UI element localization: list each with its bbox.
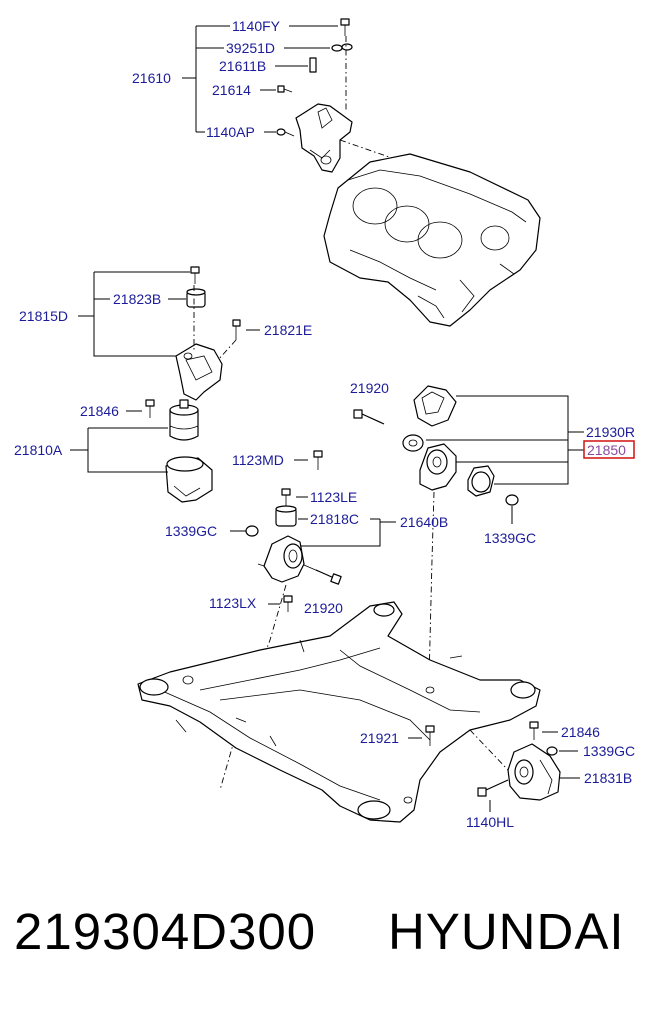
- bolt-21920-lower: [303, 564, 342, 585]
- mount-21640b: [257, 535, 305, 583]
- label-21821e: 21821E: [264, 322, 312, 338]
- label-39251d: 39251D: [226, 40, 275, 56]
- bolt-21920-upper: [353, 409, 385, 425]
- bracket-21850: [419, 443, 457, 491]
- bushing-21823b: [186, 288, 206, 308]
- label-21846-left: 21846: [80, 403, 119, 419]
- spacer-21818c: [275, 505, 297, 527]
- bolt-top-left: [190, 266, 200, 284]
- label-1123md: 1123MD: [232, 452, 284, 468]
- insulator-21810a: [169, 399, 199, 441]
- subframe-crossmember: [137, 601, 541, 823]
- bolt-1140hl: [477, 779, 509, 797]
- label-21818c: 21818C: [310, 511, 359, 527]
- nut-1339gc-right: [505, 494, 519, 506]
- bolt-1123le: [281, 488, 291, 506]
- label-1339gc-lower: 1339GC: [583, 743, 635, 759]
- footer-part-number: 219304D300: [14, 903, 317, 960]
- engine-mount-bracket-group: [182, 18, 393, 173]
- mount-21831b: [507, 743, 561, 801]
- bolt-1140fy: [340, 18, 350, 36]
- bolt-21821e: [232, 319, 241, 340]
- label-21610: 21610: [132, 70, 171, 86]
- bolt-21921: [425, 725, 435, 746]
- label-1140fy: 1140FY: [232, 18, 281, 34]
- bracket-21610: [295, 103, 353, 173]
- stud-21611b: [309, 57, 317, 73]
- label-1339gc-right: 1339GC: [484, 530, 536, 546]
- label-1123le: 1123LE: [310, 489, 357, 505]
- footer-brand: HYUNDAI: [388, 903, 625, 960]
- parts-diagram: 1140FY 39251D 21611B 21610 21614 1140AP …: [14, 18, 635, 830]
- label-1339gc-left: 1339GC: [165, 523, 217, 539]
- bolt-21846-right: [529, 721, 539, 740]
- bushing-right: [467, 465, 495, 497]
- engine-block: [323, 153, 541, 327]
- bolt-21614: [277, 85, 293, 93]
- nut-1339gc-lower: [546, 746, 558, 756]
- bolt-1123lx: [283, 595, 293, 612]
- label-21640b: 21640B: [400, 514, 448, 530]
- bolt-1140ap: [276, 128, 295, 137]
- washer-right: [402, 434, 424, 452]
- bracket-21815d: [175, 343, 223, 401]
- label-1140ap: 1140AP: [206, 124, 255, 140]
- highlight-box-21850: [583, 440, 635, 459]
- label-21846-right: 21846: [561, 724, 600, 740]
- lower-right-mount-group: [469, 721, 580, 812]
- bolt-1123md: [313, 450, 323, 470]
- label-21823b: 21823B: [113, 291, 161, 307]
- cover-21930r: [413, 385, 457, 427]
- left-mount-group: [70, 266, 260, 503]
- center-mount-group: [219, 450, 396, 791]
- bolt-21846-left: [145, 399, 155, 418]
- label-21850: 21850: [587, 442, 626, 458]
- label-21921: 21921: [360, 730, 399, 746]
- label-21930r: 21930R: [586, 424, 635, 440]
- label-21614: 21614: [212, 82, 251, 98]
- right-mount-group: [353, 385, 584, 721]
- nut-1339gc-left: [245, 525, 259, 537]
- label-21611b: 21611B: [219, 58, 266, 74]
- label-21831b: 21831B: [584, 770, 632, 786]
- label-21920-upper: 21920: [350, 380, 389, 396]
- label-21810a: 21810A: [14, 442, 63, 458]
- insulator-base-21810a: [165, 456, 213, 503]
- label-1140hl: 1140HL: [466, 814, 514, 830]
- label-1123lx: 1123LX: [209, 595, 257, 611]
- washer-39251d: [331, 43, 353, 52]
- label-21920-lower: 21920: [304, 600, 343, 616]
- label-21815d: 21815D: [19, 308, 68, 324]
